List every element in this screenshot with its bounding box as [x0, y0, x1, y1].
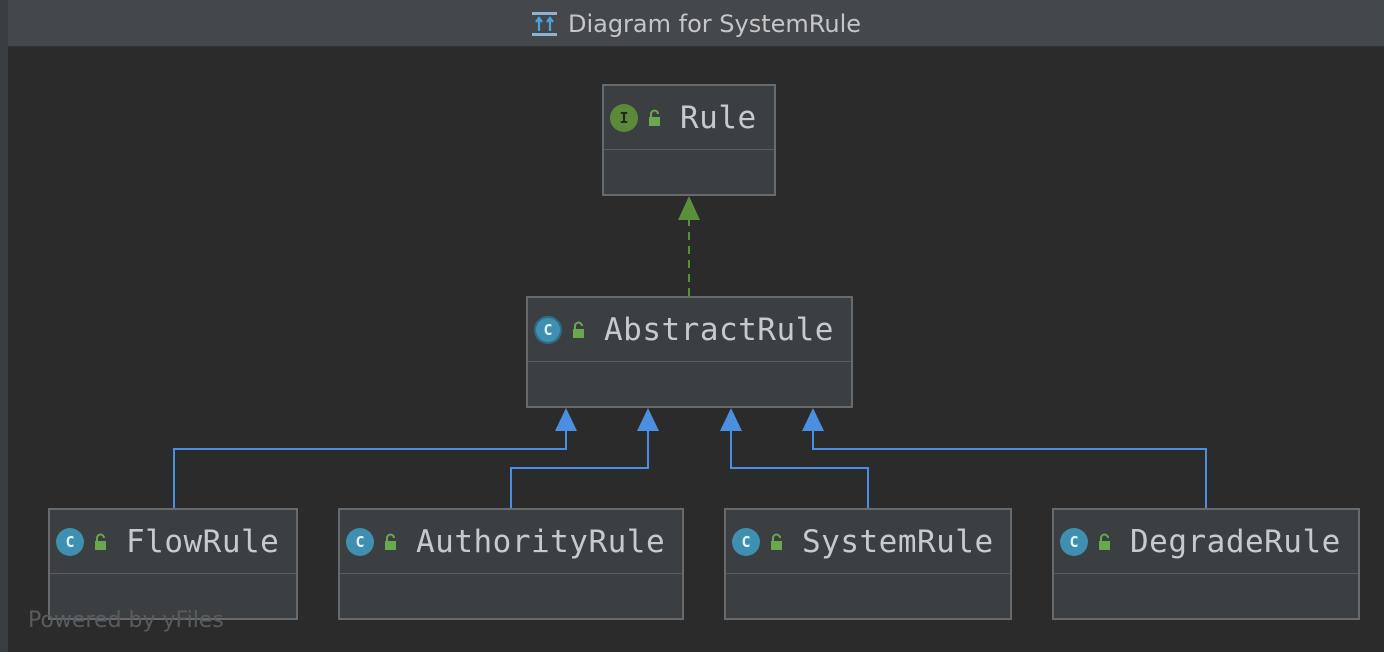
edge-systemrule-extends-abstractrule[interactable] [730, 430, 869, 509]
abstract-class-icon: C [534, 315, 562, 344]
unlocked-public-icon [385, 533, 396, 550]
node-label: FlowRule [126, 523, 280, 560]
left-panel-edge [0, 0, 8, 652]
class-icon: C [346, 527, 374, 556]
diagram-title-bar: Diagram for SystemRule [8, 0, 1384, 47]
class-diagram-icon [531, 11, 557, 36]
edge-authorityrule-extends-abstractrule[interactable] [510, 430, 649, 509]
interface-icon: I [610, 103, 638, 132]
extends-arrowhead-degraderule [802, 408, 824, 431]
unlocked-public-icon [649, 109, 660, 126]
extends-arrowhead-systemrule [720, 408, 742, 431]
node-rule[interactable]: I Rule [602, 84, 776, 196]
node-system-rule[interactable]: C SystemRule [724, 508, 1012, 620]
unlocked-public-icon [771, 533, 782, 550]
powered-by-watermark: Powered by yFiles [28, 608, 224, 633]
node-label: AuthorityRule [416, 523, 666, 560]
extends-arrowhead-flowrule [555, 408, 577, 431]
node-label: Rule [680, 99, 757, 136]
node-label: AbstractRule [604, 311, 834, 348]
node-flow-rule[interactable]: C FlowRule [48, 508, 298, 620]
class-icon: C [1060, 527, 1088, 556]
edge-flowrule-extends-abstractrule[interactable] [173, 430, 567, 509]
unlocked-public-icon [95, 533, 106, 550]
class-icon: C [56, 527, 84, 556]
edge-degraderule-extends-abstractrule[interactable] [812, 430, 1207, 509]
node-degrade-rule[interactable]: C DegradeRule [1052, 508, 1360, 620]
node-abstract-rule[interactable]: C AbstractRule [526, 296, 853, 408]
implements-arrowhead [678, 196, 700, 220]
extends-arrowhead-authorityrule [637, 408, 659, 431]
class-icon: C [732, 527, 760, 556]
unlocked-public-icon [1099, 533, 1110, 550]
unlocked-public-icon [573, 321, 584, 338]
node-label: SystemRule [802, 523, 994, 560]
diagram-title: Diagram for SystemRule [567, 9, 862, 38]
node-label: DegradeRule [1130, 523, 1341, 560]
node-authority-rule[interactable]: C AuthorityRule [338, 508, 684, 620]
